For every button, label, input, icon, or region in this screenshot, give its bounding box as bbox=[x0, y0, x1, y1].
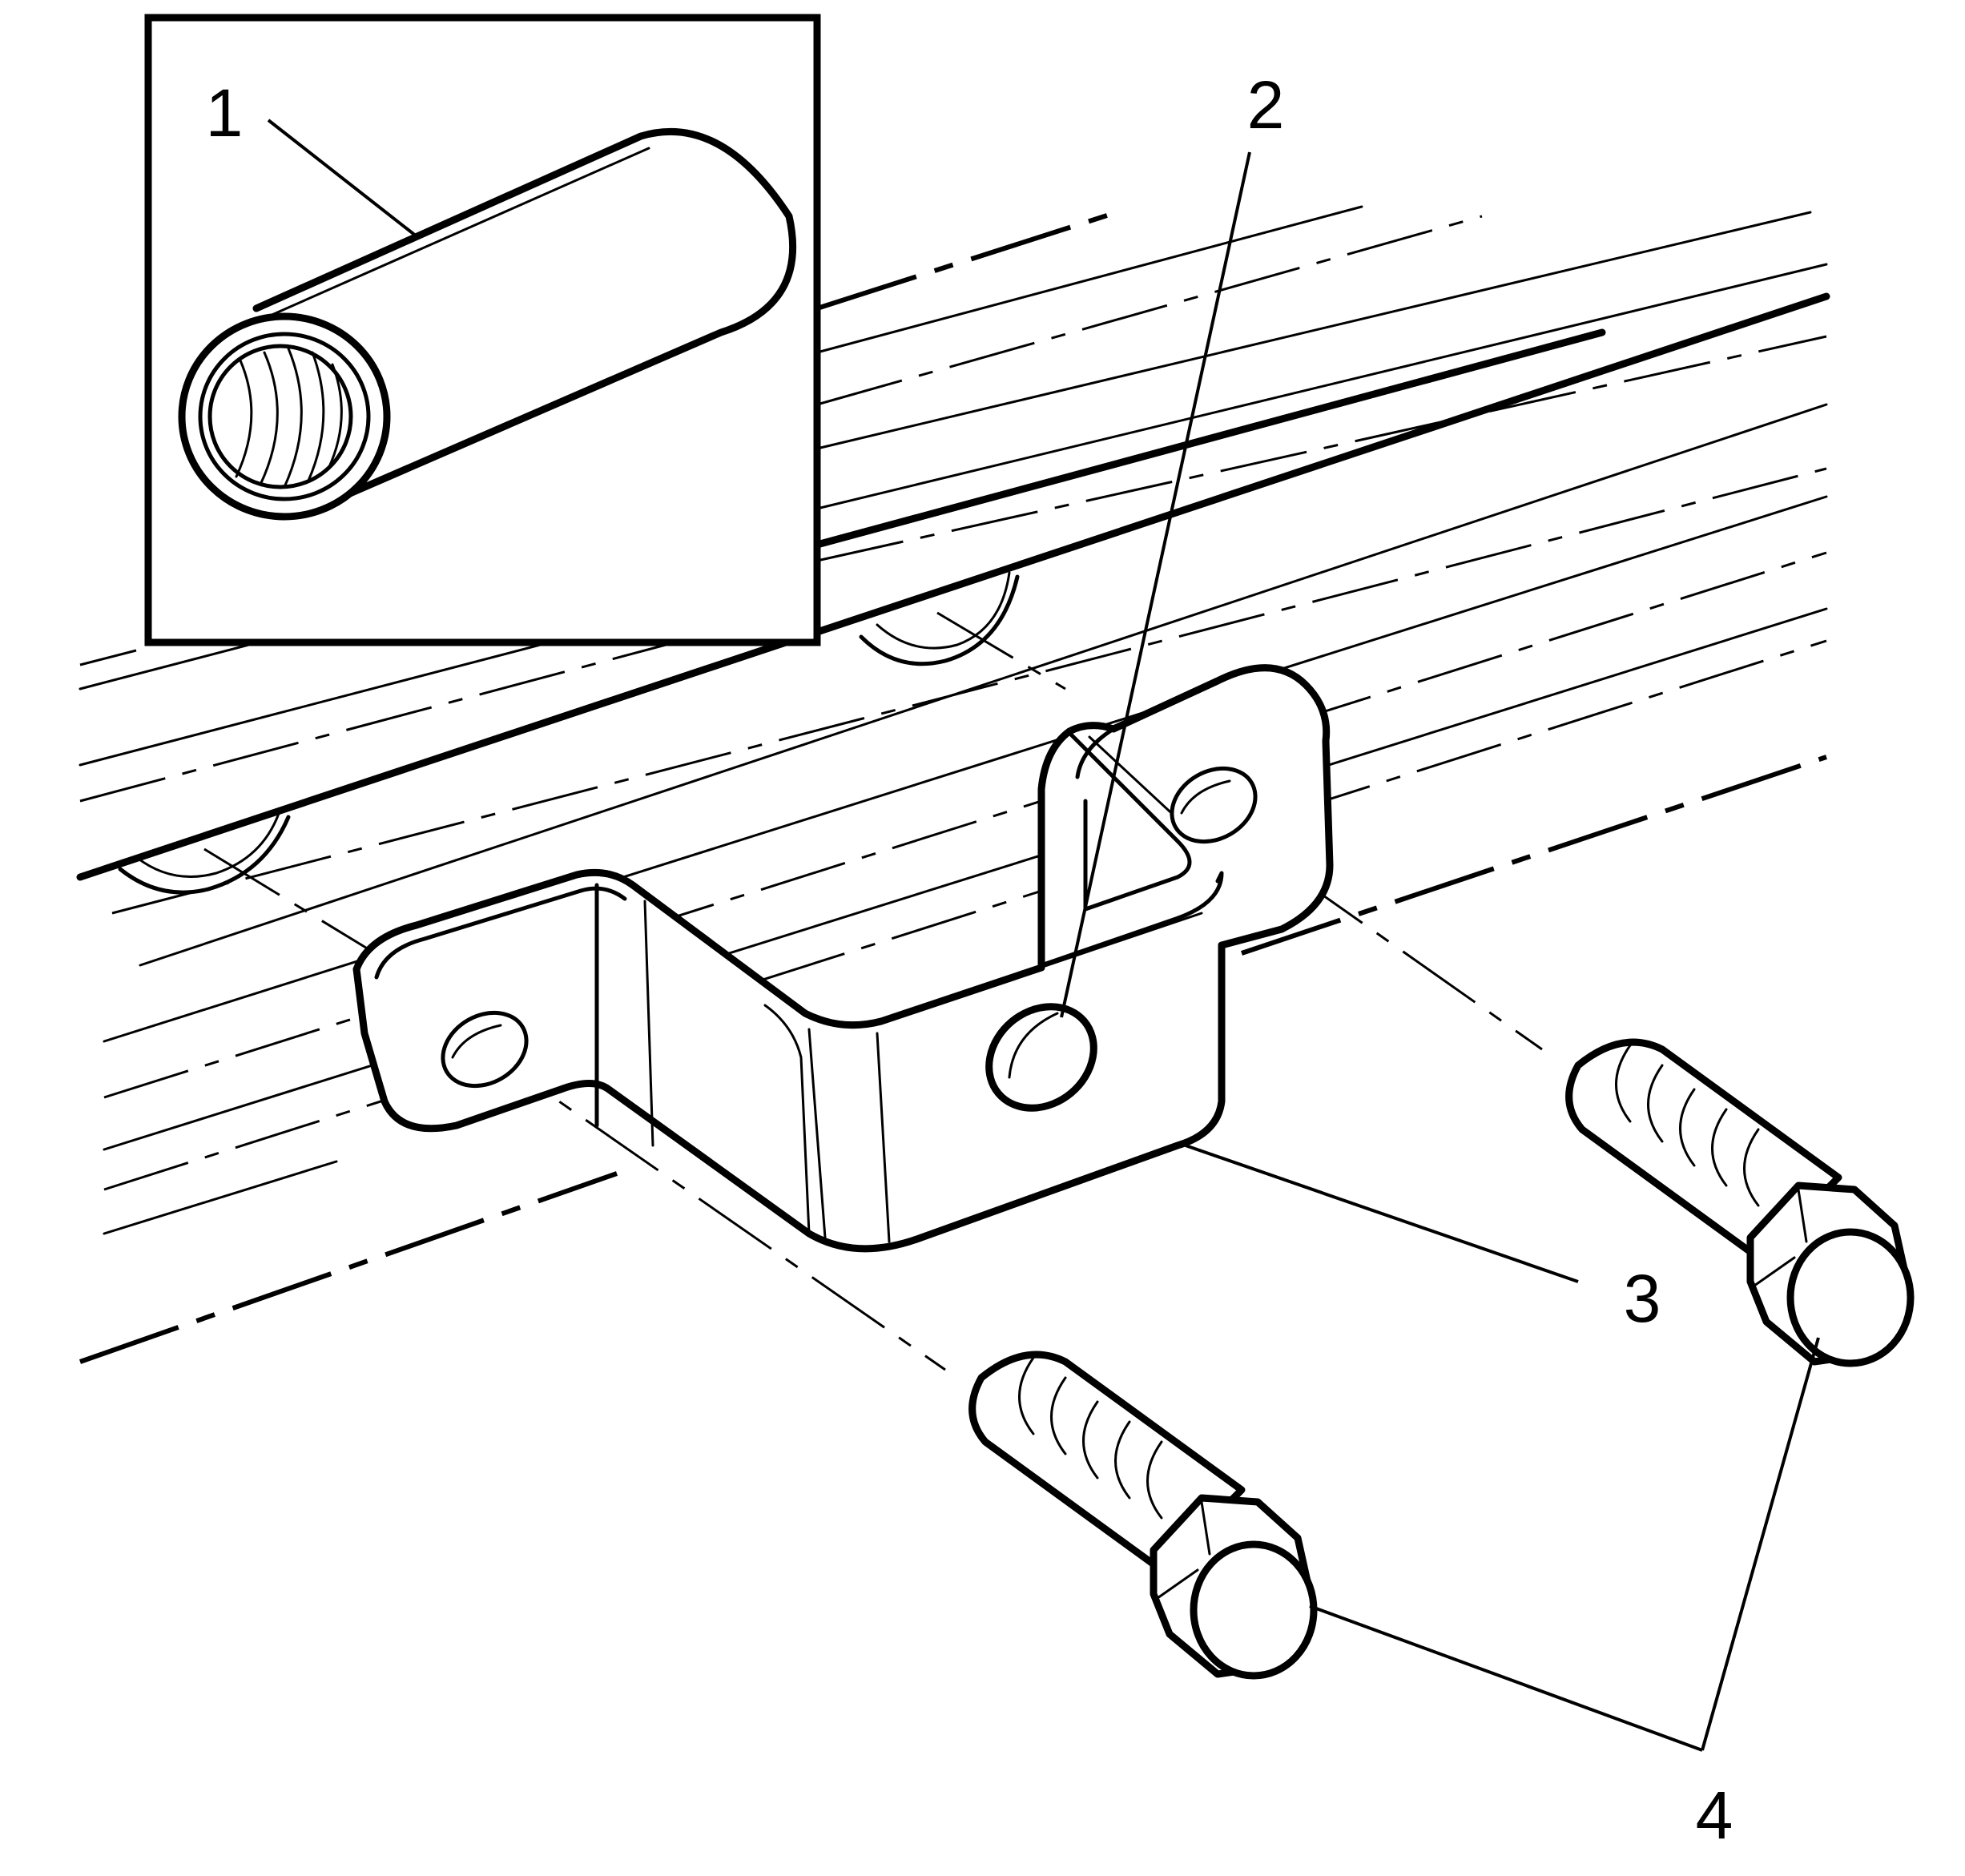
bolt-right bbox=[1565, 1038, 1915, 1367]
z-bracket bbox=[352, 664, 1334, 1253]
callout-1: 1 bbox=[206, 75, 244, 151]
callout-4: 4 bbox=[1696, 1777, 1733, 1853]
leader-lines bbox=[267, 119, 1820, 1752]
rail-hole-right bbox=[859, 571, 1020, 666]
threaded-insert bbox=[178, 127, 797, 521]
callout-3: 3 bbox=[1624, 1261, 1661, 1336]
inset-detail bbox=[144, 14, 821, 646]
rail-hole-left bbox=[118, 807, 291, 895]
callout-2: 2 bbox=[1247, 67, 1285, 143]
bolt-left bbox=[968, 1351, 1318, 1680]
